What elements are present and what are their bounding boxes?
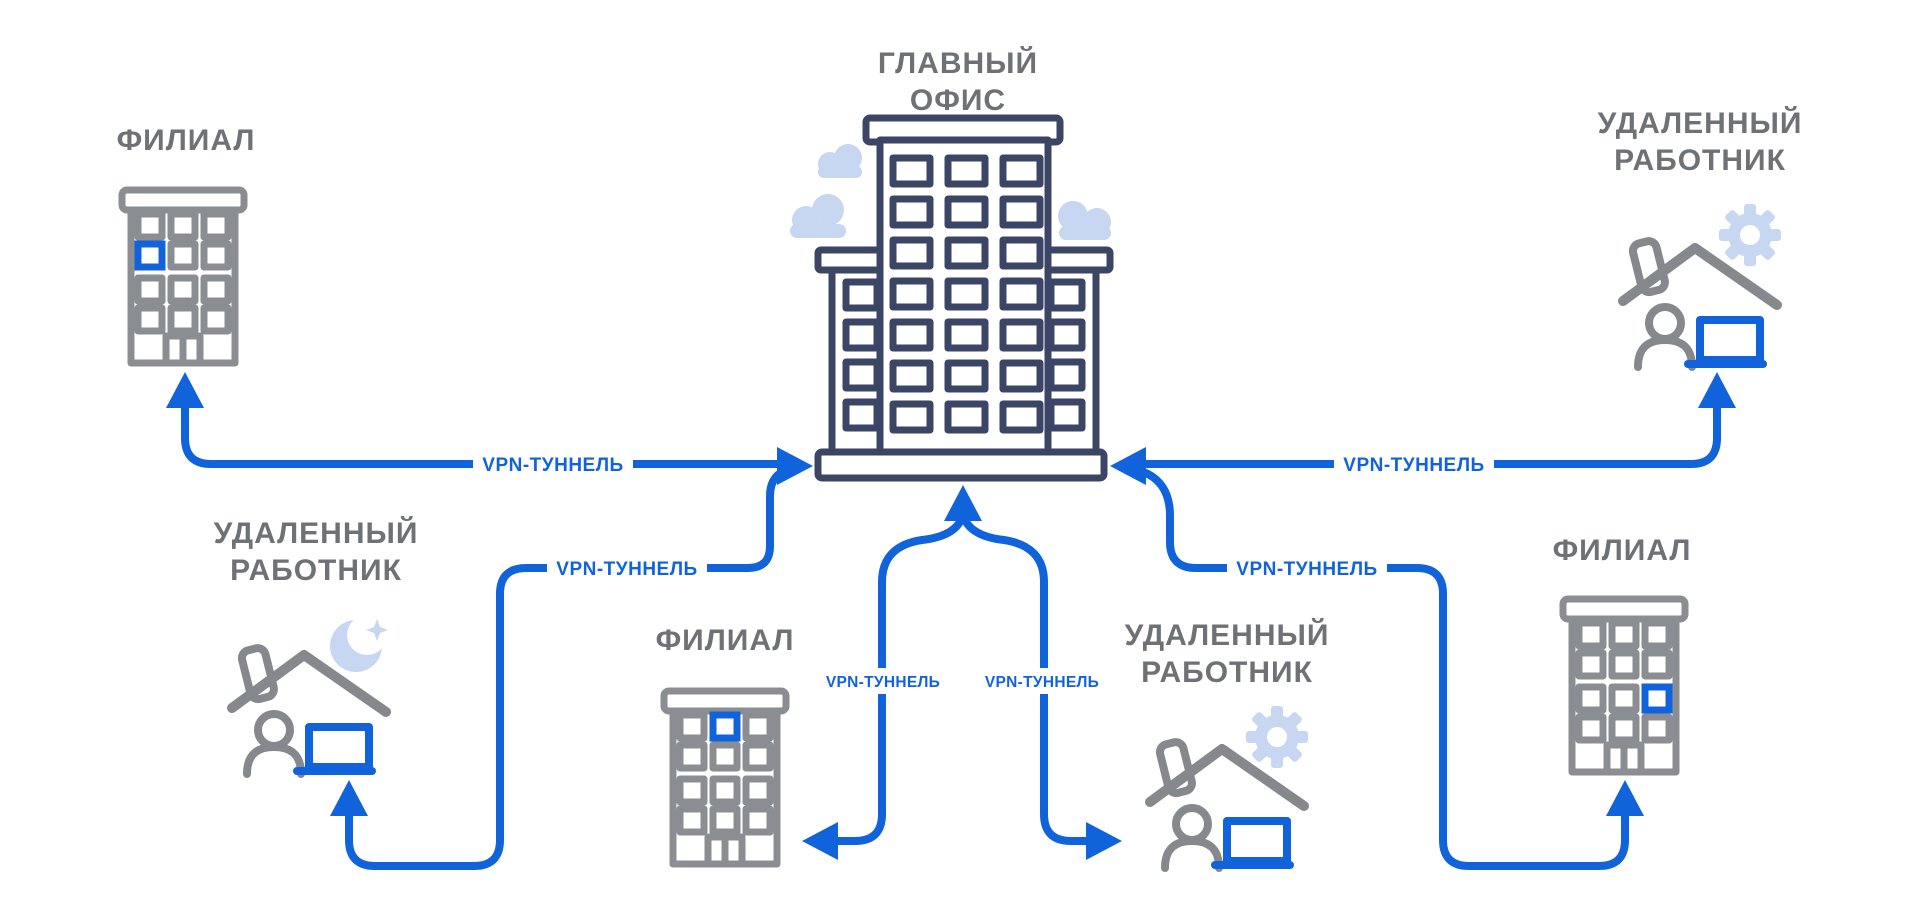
- main-office-title-line1: ГЛАВНЫЙ: [878, 46, 1038, 80]
- main-office-node: ГЛАВНЫЙ ОФИС: [814, 46, 1114, 482]
- branch-title: ФИЛИАЛ: [1553, 534, 1692, 567]
- arrow-left-icon: [802, 822, 838, 860]
- tunnel-center-left-line: [832, 510, 967, 845]
- vpn-tunnels: [166, 372, 1736, 870]
- wing-windows: [842, 278, 1086, 432]
- branch-right-node: ФИЛИАЛ: [1553, 534, 1692, 772]
- worker-title-line2: РАБОТНИК: [1141, 656, 1313, 689]
- arrow-up-icon: [330, 780, 368, 816]
- worker-title-line1: УДАЛЕННЫЙ: [1125, 618, 1330, 652]
- tunnel-label: VPN-ТУННЕЛЬ: [1334, 450, 1494, 478]
- vpn-tunnel-labels: VPN-ТУННЕЛЬ VPN-ТУННЕЛЬ VPN-ТУННЕЛЬ VPN-…: [473, 450, 1494, 694]
- cloud-icon: [790, 144, 1111, 240]
- worker-top-right-node: УДАЛЕННЫЙ РАБОТНИК: [1598, 106, 1803, 367]
- tunnel-mid-left-line: [345, 464, 798, 870]
- tunnel-label: VPN-ТУННЕЛЬ: [977, 668, 1107, 694]
- arrow-up-icon: [944, 485, 982, 521]
- tunnel-label: VPN-ТУННЕЛЬ: [473, 450, 633, 478]
- worker-title-line2: РАБОТНИК: [1614, 144, 1786, 177]
- office-building-icon: [122, 190, 244, 363]
- main-office-title-line2: ОФИС: [910, 84, 1006, 117]
- tunnel-center-right-line: [959, 510, 1092, 845]
- arrow-right-icon: [1086, 822, 1122, 860]
- worker-title-line1: УДАЛЕННЫЙ: [214, 516, 419, 550]
- branch-bottom-center-node: ФИЛИАЛ: [656, 624, 795, 864]
- tunnel-top-right-line: [1136, 398, 1721, 468]
- tunnel-label-text: VPN-ТУННЕЛЬ: [985, 674, 1099, 691]
- worker-title-line1: УДАЛЕННЫЙ: [1598, 106, 1803, 140]
- tunnel-label-text: VPN-ТУННЕЛЬ: [482, 455, 623, 476]
- worker-bottom-right-node: УДАЛЕННЫЙ РАБОТНИК: [1125, 618, 1330, 868]
- highlighted-window: [709, 711, 741, 742]
- worker-mid-left-node: УДАЛЕННЫЙ РАБОТНИК: [214, 516, 419, 774]
- arrow-up-icon: [1698, 372, 1736, 408]
- branch-title: ФИЛИАЛ: [656, 624, 795, 657]
- highlighted-window: [134, 240, 166, 271]
- arrow-up-icon: [1606, 780, 1644, 816]
- tunnel-label: VPN-ТУННЕЛЬ: [1227, 554, 1387, 582]
- worker-title-line2: РАБОТНИК: [230, 554, 402, 587]
- branch-top-left-node: ФИЛИАЛ: [117, 124, 256, 363]
- arrow-up-icon: [166, 372, 204, 408]
- tunnel-top-left-line: [181, 398, 786, 468]
- main-office-building-icon: [814, 114, 1114, 482]
- tunnel-mid-right-line: [1124, 464, 1629, 870]
- tunnel-label-text: VPN-ТУННЕЛЬ: [556, 559, 697, 580]
- gear-icon: [1719, 204, 1781, 266]
- branch-title: ФИЛИАЛ: [117, 124, 256, 157]
- tunnel-label: VPN-ТУННЕЛЬ: [818, 668, 948, 694]
- tunnel-label-text: VPN-ТУННЕЛЬ: [1236, 559, 1377, 580]
- tunnel-label-text: VPN-ТУННЕЛЬ: [826, 674, 940, 691]
- gear-icon: [1246, 706, 1308, 768]
- tunnel-label: VPN-ТУННЕЛЬ: [547, 554, 707, 582]
- highlighted-window: [1641, 683, 1673, 714]
- tunnel-label-text: VPN-ТУННЕЛЬ: [1343, 455, 1484, 476]
- tower-windows: [889, 154, 1044, 434]
